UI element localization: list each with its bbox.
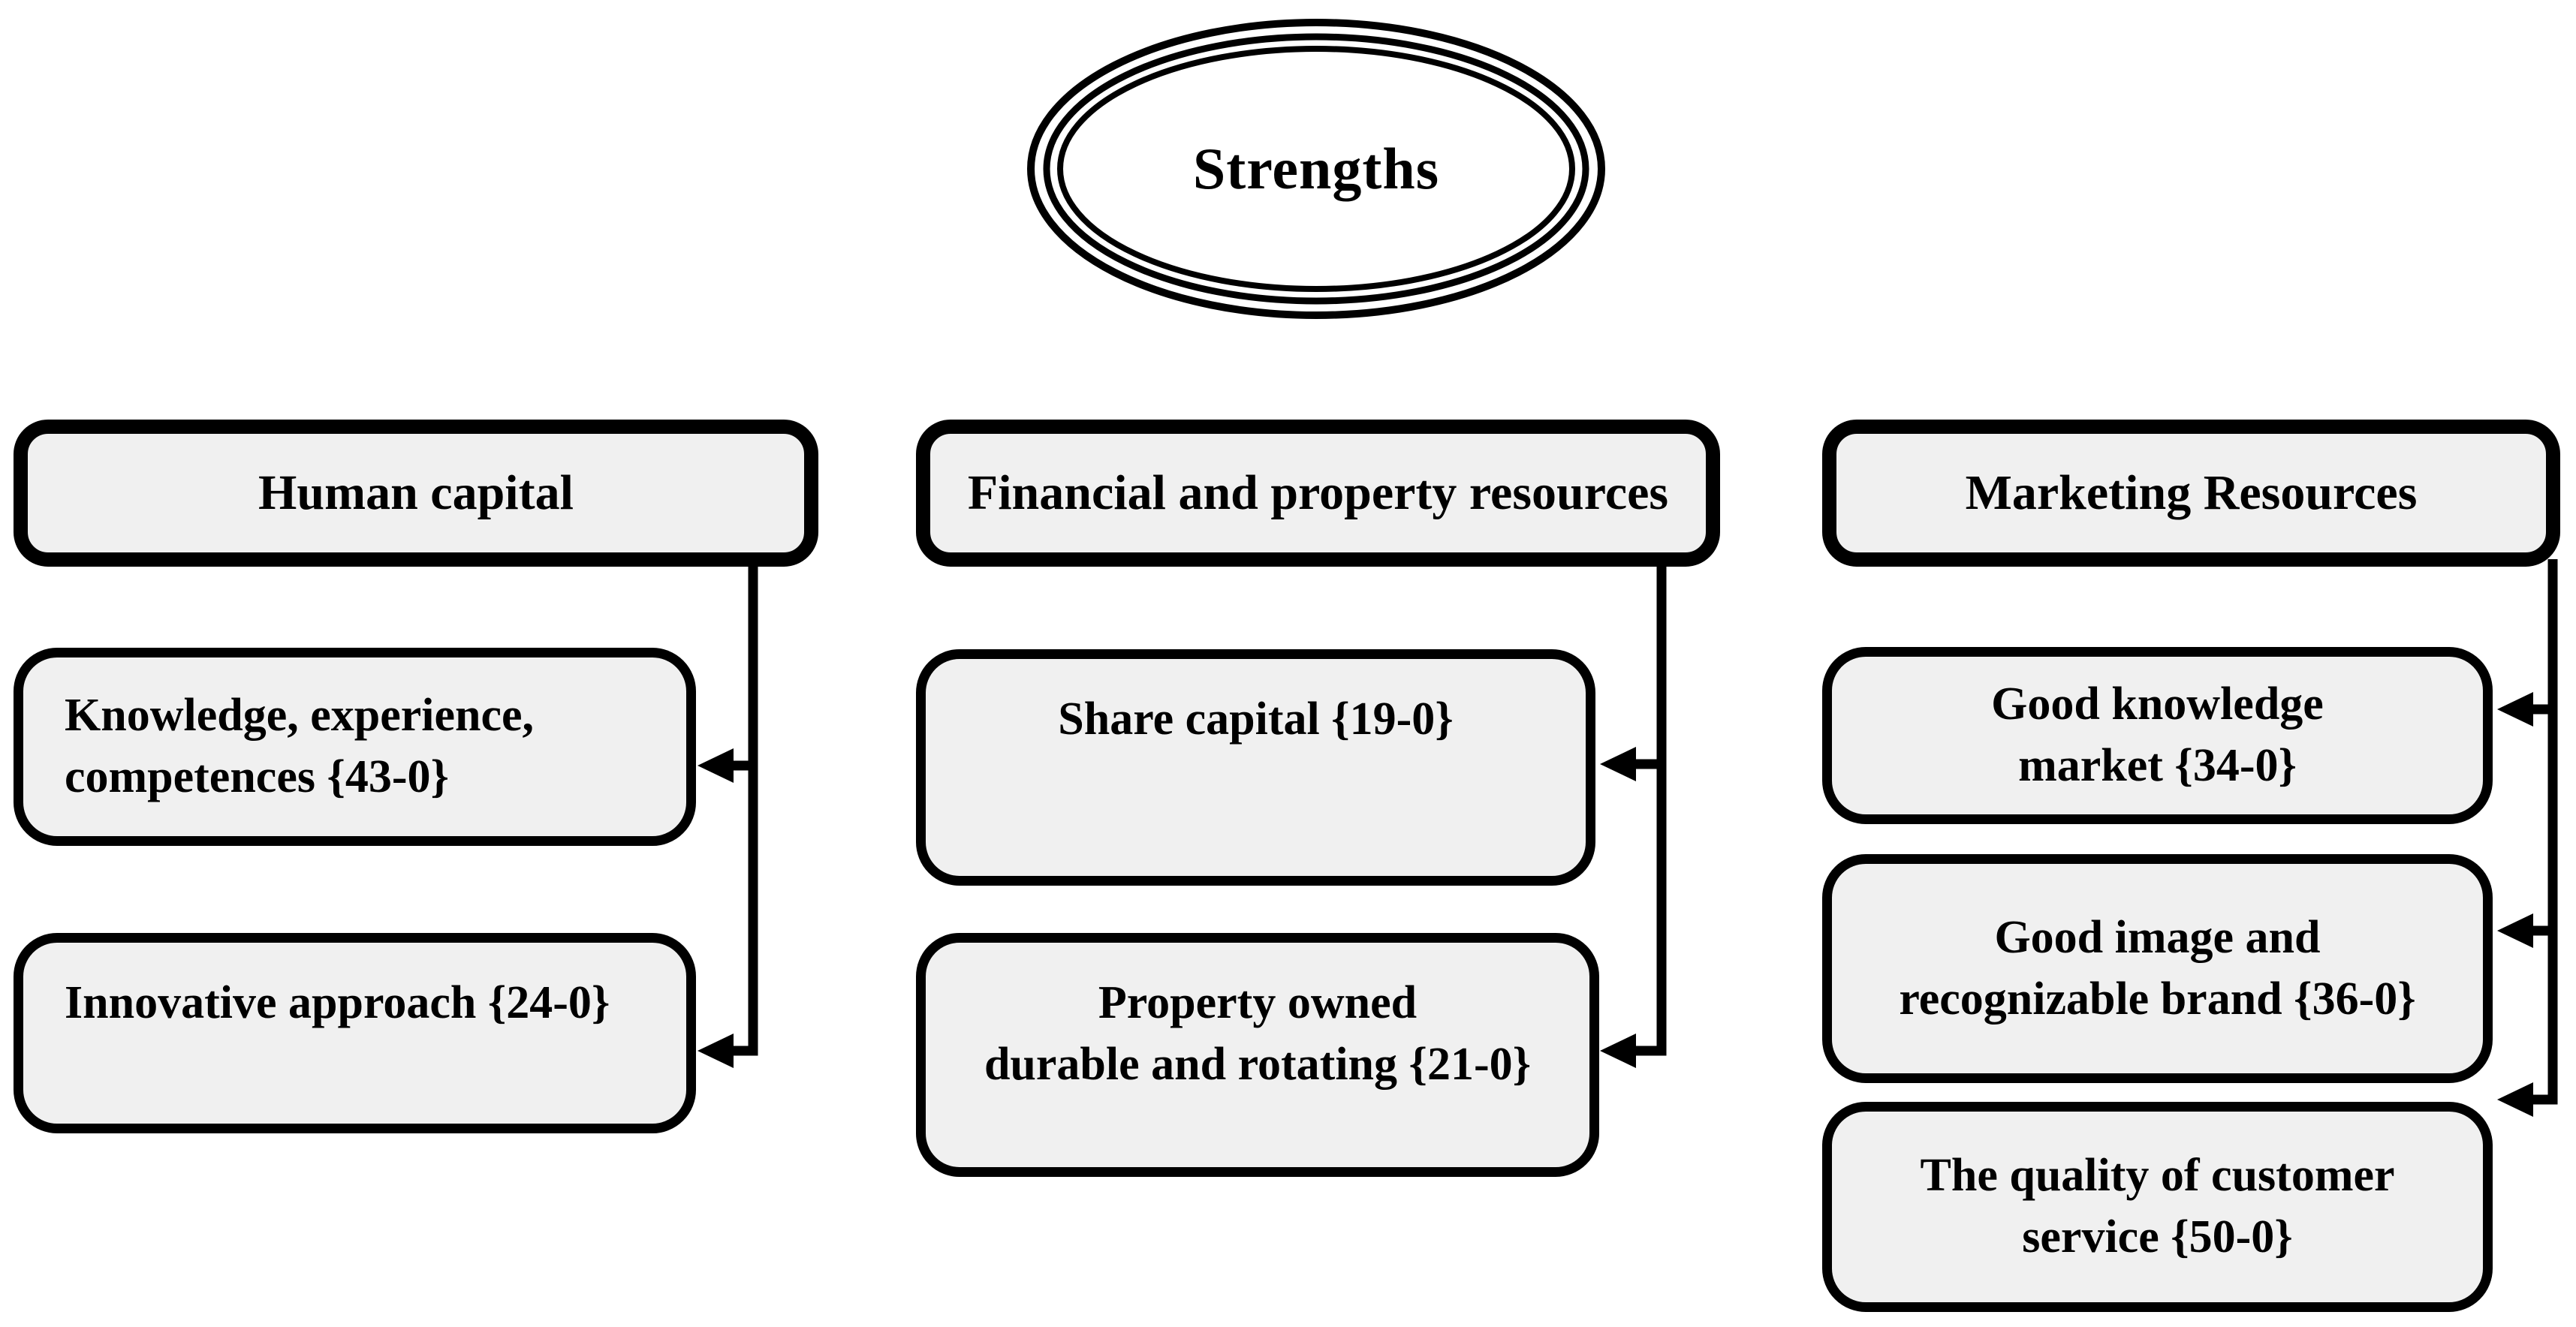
ellipse-ring-outer <box>1027 19 1605 319</box>
connector-marketing <box>2497 559 2558 1117</box>
connector-financial-property <box>1600 559 1667 1068</box>
connector-human-capital <box>697 559 758 1068</box>
item-box-customer-service-quality: The quality of customer service {50-0} <box>1822 1102 2493 1312</box>
strengths-ellipse <box>1027 19 1605 319</box>
ellipse-ring-inner <box>1057 46 1575 292</box>
category-box-human-capital: Human capital <box>14 420 818 567</box>
strengths-label: Strengths <box>1192 136 1440 201</box>
item-box-good-image-brand: Good image and recognizable brand {36-0} <box>1822 854 2493 1083</box>
item-box-innovative-approach: Innovative approach {24-0} <box>14 933 696 1133</box>
strengths-node: Strengths <box>1020 11 1613 326</box>
item-box-good-knowledge-market: Good knowledge market {34-0} <box>1822 647 2493 824</box>
category-box-financial-property: Financial and property resources <box>916 420 1720 567</box>
category-box-marketing: Marketing Resources <box>1822 420 2560 567</box>
ellipse-ring-middle <box>1043 33 1589 305</box>
item-box-property-owned: Property owned durable and rotating {21-… <box>916 933 1599 1177</box>
item-box-share-capital: Share capital {19-0} <box>916 649 1595 886</box>
item-box-knowledge-experience: Knowledge, experience, competences {43-0… <box>14 648 696 846</box>
